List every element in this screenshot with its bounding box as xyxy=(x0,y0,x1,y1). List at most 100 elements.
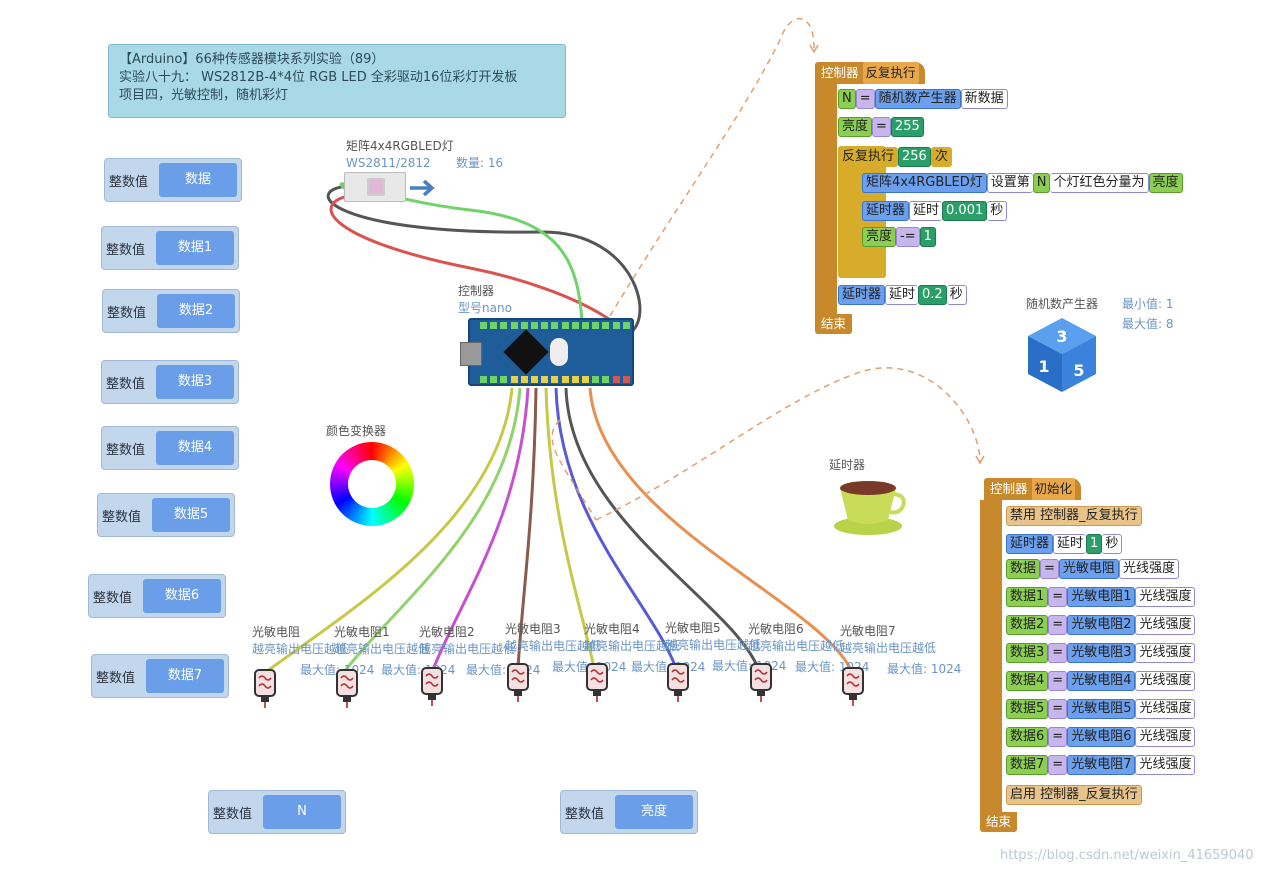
var-brightness[interactable]: 亮度 xyxy=(838,117,873,137)
stmt-brightness-assign[interactable]: 亮度 = 255 xyxy=(838,116,924,138)
op-eq: = xyxy=(1048,615,1068,635)
obj-delayer[interactable]: 延时器 xyxy=(1006,534,1054,554)
int-var-data7[interactable]: 整数值 数据7 xyxy=(91,654,229,698)
int-var-n[interactable]: 整数值 N xyxy=(208,790,346,834)
stmt-delay-short[interactable]: 延时器 延时 0.001 秒 xyxy=(862,200,1008,222)
int-var-name[interactable]: N xyxy=(263,795,341,829)
teacup-icon[interactable] xyxy=(832,474,908,536)
stmt-read-sensor-5[interactable]: 数据5 = 光敏电阻5 光线强度 xyxy=(1006,698,1196,720)
int-var-data5[interactable]: 整数值 数据5 xyxy=(97,493,235,537)
obj-delayer[interactable]: 延时器 xyxy=(862,201,910,221)
value-delay[interactable]: 0.2 xyxy=(918,285,947,305)
int-var-name[interactable]: 数据2 xyxy=(157,294,235,328)
var-data[interactable]: 数据 xyxy=(1006,559,1041,579)
obj-delayer[interactable]: 延时器 xyxy=(838,285,886,305)
obj-photoresistor[interactable]: 光敏电阻 xyxy=(1058,559,1119,579)
init-event-hat[interactable]: 控制器 初始化 xyxy=(984,478,1082,500)
photoresistor-icon[interactable] xyxy=(252,668,278,708)
stmt-init-delay[interactable]: 延时器 延时 1 秒 xyxy=(1006,533,1123,555)
stmt-set-led[interactable]: 矩阵4x4RGBLED灯 设置第 N 个灯红色分量为 亮度 xyxy=(862,172,1183,194)
int-var-name[interactable]: 数据5 xyxy=(152,498,230,532)
dice-icon[interactable]: 3 1 5 xyxy=(1026,316,1098,394)
var-n[interactable]: N xyxy=(1032,173,1051,193)
obj-photoresistor[interactable]: 光敏电阻1 xyxy=(1067,587,1136,607)
prop-light-intensity[interactable]: 光线强度 xyxy=(1135,699,1196,719)
method-new-data[interactable]: 新数据 xyxy=(960,89,1008,109)
prop-light-intensity[interactable]: 光线强度 xyxy=(1135,587,1196,607)
obj-photoresistor[interactable]: 光敏电阻3 xyxy=(1067,643,1136,663)
photoresistor-icon[interactable] xyxy=(748,662,774,702)
prop-light-intensity[interactable]: 光线强度 xyxy=(1118,559,1179,579)
var-data[interactable]: 数据7 xyxy=(1006,755,1049,775)
var-brightness[interactable]: 亮度 xyxy=(1148,173,1183,193)
photoresistor-icon[interactable] xyxy=(334,668,360,708)
var-brightness[interactable]: 亮度 xyxy=(862,227,897,247)
photoresistor-icon[interactable] xyxy=(840,666,866,706)
value-delay[interactable]: 0.001 xyxy=(942,201,988,221)
obj-photoresistor[interactable]: 光敏电阻5 xyxy=(1067,699,1136,719)
var-data[interactable]: 数据1 xyxy=(1006,587,1049,607)
stmt-read-sensor-1[interactable]: 数据1 = 光敏电阻1 光线强度 xyxy=(1006,586,1196,608)
prop-light-intensity[interactable]: 光线强度 xyxy=(1135,643,1196,663)
int-var-data3[interactable]: 整数值 数据3 xyxy=(101,360,239,404)
photoresistor-icon[interactable] xyxy=(665,662,691,702)
stmt-read-sensor-2[interactable]: 数据2 = 光敏电阻2 光线强度 xyxy=(1006,614,1196,636)
enable-loop-command[interactable]: 启用 控制器_反复执行 xyxy=(1006,785,1142,805)
photoresistor-icon[interactable] xyxy=(584,662,610,702)
prop-light-intensity[interactable]: 光线强度 xyxy=(1135,727,1196,747)
int-type-label: 整数值 xyxy=(213,807,253,822)
value-1[interactable]: 1 xyxy=(919,227,936,247)
int-var-data4[interactable]: 整数值 数据4 xyxy=(101,426,239,470)
obj-photoresistor[interactable]: 光敏电阻4 xyxy=(1067,671,1136,691)
led-matrix-icon[interactable] xyxy=(344,172,406,202)
repeat-loop-header[interactable]: 反复执行 256 次 xyxy=(838,146,952,168)
stmt-n-assign[interactable]: N = 随机数产生器 新数据 xyxy=(838,88,1008,110)
var-data[interactable]: 数据4 xyxy=(1006,671,1049,691)
var-data[interactable]: 数据2 xyxy=(1006,615,1049,635)
photoresistor-icon[interactable] xyxy=(419,666,445,706)
prop-light-intensity[interactable]: 光线强度 xyxy=(1135,615,1196,635)
stmt-read-sensor-4[interactable]: 数据4 = 光敏电阻4 光线强度 xyxy=(1006,670,1196,692)
var-data[interactable]: 数据5 xyxy=(1006,699,1049,719)
prop-light-intensity[interactable]: 光线强度 xyxy=(1135,755,1196,775)
obj-photoresistor[interactable]: 光敏电阻6 xyxy=(1067,727,1136,747)
int-var-name[interactable]: 数据1 xyxy=(156,231,234,265)
stmt-disable-loop[interactable]: 禁用 控制器_反复执行 xyxy=(1006,505,1142,527)
int-var-name[interactable]: 数据6 xyxy=(143,579,221,613)
value-delay[interactable]: 1 xyxy=(1086,534,1103,554)
stmt-delay-long[interactable]: 延时器 延时 0.2 秒 xyxy=(838,284,967,306)
photoresistor-icon[interactable] xyxy=(505,662,531,702)
int-var-name[interactable]: 数据 xyxy=(159,163,237,197)
int-var-name[interactable]: 数据7 xyxy=(146,659,224,693)
arduino-nano-icon[interactable] xyxy=(460,318,634,386)
var-n[interactable]: N xyxy=(838,89,856,109)
value-255[interactable]: 255 xyxy=(890,117,924,137)
obj-photoresistor[interactable]: 光敏电阻7 xyxy=(1067,755,1136,775)
stmt-read-sensor-7[interactable]: 数据7 = 光敏电阻7 光线强度 xyxy=(1006,754,1196,776)
stmt-read-sensor-6[interactable]: 数据6 = 光敏电阻6 光线强度 xyxy=(1006,726,1196,748)
stmt-read-sensor-0[interactable]: 数据 = 光敏电阻 光线强度 xyxy=(1006,558,1179,580)
int-var-name[interactable]: 数据3 xyxy=(156,365,234,399)
repeat-count[interactable]: 256 xyxy=(898,147,931,167)
int-var-name[interactable]: 数据4 xyxy=(156,431,234,465)
obj-photoresistor[interactable]: 光敏电阻2 xyxy=(1067,615,1136,635)
int-var-data6[interactable]: 整数值 数据6 xyxy=(88,574,226,618)
stmt-read-sensor-3[interactable]: 数据3 = 光敏电阻3 光线强度 xyxy=(1006,642,1196,664)
stmt-brightness-decrement[interactable]: 亮度 -= 1 xyxy=(862,226,936,248)
color-wheel-icon[interactable] xyxy=(330,442,414,526)
int-var-data[interactable]: 整数值 数据 xyxy=(104,158,242,202)
stmt-enable-loop[interactable]: 启用 控制器_反复执行 xyxy=(1006,784,1142,806)
int-var-name[interactable]: 亮度 xyxy=(615,795,693,829)
int-var-brightness[interactable]: 整数值 亮度 xyxy=(560,790,698,834)
var-data[interactable]: 数据6 xyxy=(1006,727,1049,747)
obj-random-gen[interactable]: 随机数产生器 xyxy=(874,89,961,109)
int-var-data1[interactable]: 整数值 数据1 xyxy=(101,226,239,270)
loop-event-hat[interactable]: 控制器 反复执行 xyxy=(815,62,925,84)
var-data[interactable]: 数据3 xyxy=(1006,643,1049,663)
op-eq: = xyxy=(1040,559,1059,579)
obj-led-matrix[interactable]: 矩阵4x4RGBLED灯 xyxy=(862,173,987,193)
int-var-data2[interactable]: 整数值 数据2 xyxy=(102,289,240,333)
disable-loop-command[interactable]: 禁用 控制器_反复执行 xyxy=(1006,506,1142,526)
prop-light-intensity[interactable]: 光线强度 xyxy=(1135,671,1196,691)
sensor-7-max: 最大值: 1024 xyxy=(887,662,962,676)
